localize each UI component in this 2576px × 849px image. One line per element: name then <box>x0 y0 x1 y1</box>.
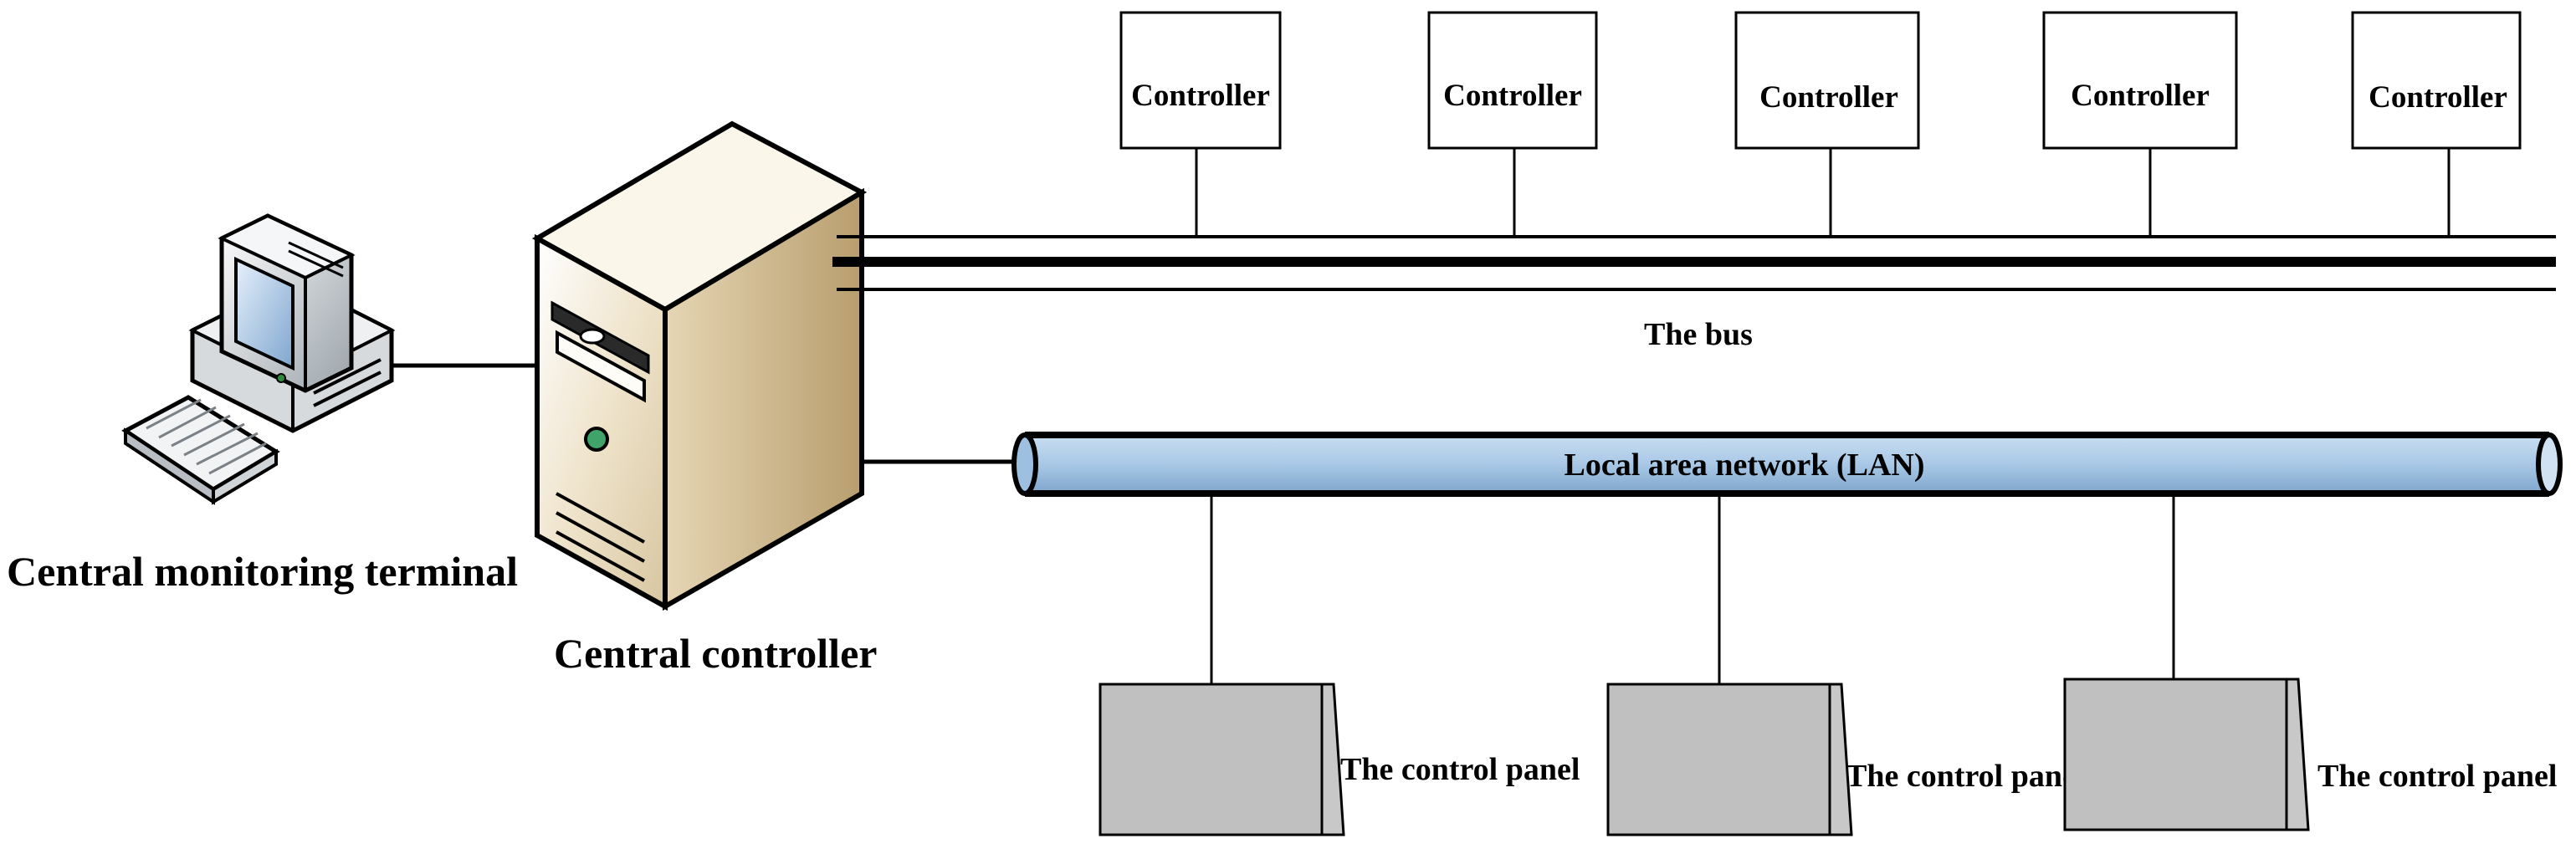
controller-label: Controller <box>2071 79 2210 113</box>
bus-label: The bus <box>1644 317 1753 352</box>
control-panel <box>2063 497 2310 831</box>
control-panel-label: The control panel <box>1846 759 2085 794</box>
control-panel-label: The control panel <box>1340 752 1580 787</box>
controller-box: Controller <box>1427 11 1598 237</box>
controller-box: Controller <box>2042 11 2238 237</box>
controller-label: Controller <box>1443 79 1582 113</box>
central-controller-label: Central controller <box>554 630 877 677</box>
control-panel-label: The control panel <box>2317 759 2557 794</box>
control-panel <box>1606 497 1853 836</box>
control-panel <box>1099 497 1345 836</box>
computer-icon <box>121 213 396 505</box>
controller-box: Controller <box>1734 11 1920 237</box>
server-icon <box>531 120 868 611</box>
terminal-label: Central monitoring terminal <box>7 548 518 595</box>
lan-cylinder <box>1011 432 2563 497</box>
lan-label: Local area network (LAN) <box>1565 448 1925 483</box>
controller-box: Controller <box>2351 11 2522 237</box>
bus-lines <box>832 235 2556 291</box>
controller-box: Controller <box>1119 11 1282 237</box>
controller-label: Controller <box>1131 79 1270 113</box>
controller-label: Controller <box>2369 80 2507 115</box>
controller-label: Controller <box>1759 80 1898 115</box>
